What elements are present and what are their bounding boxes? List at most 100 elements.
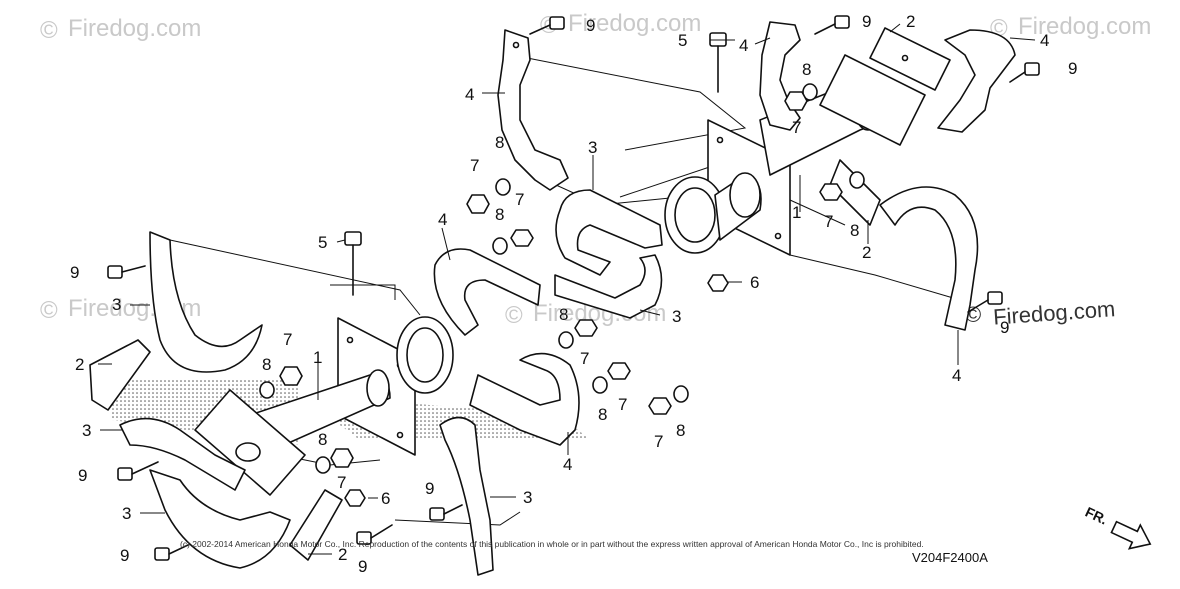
hex-nut — [344, 489, 366, 507]
callout-4: 4 — [739, 36, 748, 55]
callout-2: 2 — [906, 12, 915, 31]
tine-blade — [119, 417, 246, 491]
lock-nut — [330, 448, 354, 468]
callout-7: 7 — [337, 473, 346, 492]
hex-nut — [707, 274, 729, 292]
arrow-right-icon — [1110, 520, 1152, 550]
watermark-text: Firedog.com — [568, 10, 701, 37]
tine-blade — [937, 29, 1016, 133]
leader-lines — [98, 23, 1036, 555]
tine-blade — [433, 248, 541, 336]
callout-9: 9 — [78, 466, 87, 485]
lock-nut — [784, 91, 808, 111]
watermark-symbol: © — [505, 302, 523, 329]
callout-7: 7 — [792, 118, 801, 137]
callout-4: 4 — [952, 366, 961, 385]
callout-3: 3 — [672, 307, 681, 326]
front-direction-indicator: FR. — [1083, 504, 1152, 550]
washer — [315, 456, 331, 474]
callout-7: 7 — [283, 330, 292, 349]
callout-9: 9 — [586, 16, 595, 35]
callout-8: 8 — [559, 305, 568, 324]
washer — [492, 237, 508, 255]
callout-9: 9 — [425, 479, 434, 498]
callout-9: 9 — [1068, 59, 1077, 78]
callout-8: 8 — [495, 205, 504, 224]
callout-6: 6 — [381, 489, 390, 508]
tine-bracket — [289, 489, 343, 561]
flange-bolt — [814, 15, 850, 35]
tine-bracket — [819, 54, 926, 146]
callout-9: 9 — [1000, 318, 1009, 337]
flange-bolt — [529, 16, 565, 35]
washer — [802, 83, 818, 101]
flange-bolt — [1009, 62, 1040, 83]
callout-4: 4 — [1040, 31, 1049, 50]
callout-3: 3 — [588, 138, 597, 157]
watermark-symbol: © — [40, 297, 58, 324]
long-bolt — [709, 32, 727, 93]
direction-label: FR. — [1083, 504, 1110, 528]
tine-blade — [759, 21, 801, 131]
callout-6: 6 — [750, 273, 759, 292]
callout-4: 4 — [438, 210, 447, 229]
tine-blade — [149, 469, 291, 569]
callout-9: 9 — [70, 263, 79, 282]
lock-nut — [648, 397, 672, 415]
tine-blade — [554, 254, 663, 319]
tine-blade — [497, 29, 569, 191]
washer — [673, 385, 689, 403]
callout-8: 8 — [676, 421, 685, 440]
watermark-text: Firedog.com — [1018, 13, 1151, 40]
flange-bolt — [356, 524, 393, 545]
callout-8: 8 — [495, 133, 504, 152]
watermark-group: © Firedog.com © Firedog.com © Firedog.co… — [40, 10, 1151, 330]
callout-5: 5 — [318, 233, 327, 252]
tine-blade — [469, 352, 580, 446]
flange-bolt — [154, 544, 189, 561]
callout-2: 2 — [338, 545, 347, 564]
tine-bracket — [89, 339, 151, 411]
tine-bracket — [829, 159, 881, 226]
long-bolt — [344, 231, 362, 296]
callout-2: 2 — [862, 243, 871, 262]
callout-8: 8 — [850, 221, 859, 240]
callout-4: 4 — [465, 85, 474, 104]
lock-nut — [466, 194, 490, 214]
flange-bolt — [117, 461, 159, 481]
lock-nut — [574, 319, 598, 337]
callout-7: 7 — [824, 212, 833, 231]
copyright-notice: (c) 2002-2014 American Honda Motor Co., … — [180, 539, 924, 549]
callout-9: 9 — [120, 546, 129, 565]
callout-7: 7 — [470, 156, 479, 175]
callout-4: 4 — [563, 455, 572, 474]
callout-8: 8 — [318, 430, 327, 449]
callout-7: 7 — [515, 190, 524, 209]
tine-blade — [555, 189, 663, 276]
diagram-code: V204F2400A — [912, 550, 988, 565]
tine-bracket — [869, 27, 951, 91]
callout-9: 9 — [862, 12, 871, 31]
watermark-symbol: © — [40, 17, 58, 44]
callout-8: 8 — [598, 405, 607, 424]
callout-7: 7 — [654, 432, 663, 451]
callout-5: 5 — [678, 31, 687, 50]
lock-nut — [510, 229, 534, 247]
hub-drum — [396, 316, 454, 394]
washer — [849, 171, 865, 189]
callout-3: 3 — [122, 504, 131, 523]
left-tine-assembly — [89, 231, 590, 576]
washer — [558, 331, 574, 349]
watermark-text: Firedog.com — [68, 15, 201, 42]
callout-1: 1 — [313, 348, 322, 367]
lock-nut — [819, 183, 843, 201]
tine-blade — [879, 186, 979, 331]
callout-9: 9 — [358, 557, 367, 576]
tine-blade — [149, 231, 263, 373]
callout-3: 3 — [112, 295, 121, 314]
washer — [259, 381, 275, 399]
watermark-text: Firedog.com — [992, 296, 1116, 329]
flange-bolt — [429, 504, 463, 521]
callout-7: 7 — [618, 395, 627, 414]
